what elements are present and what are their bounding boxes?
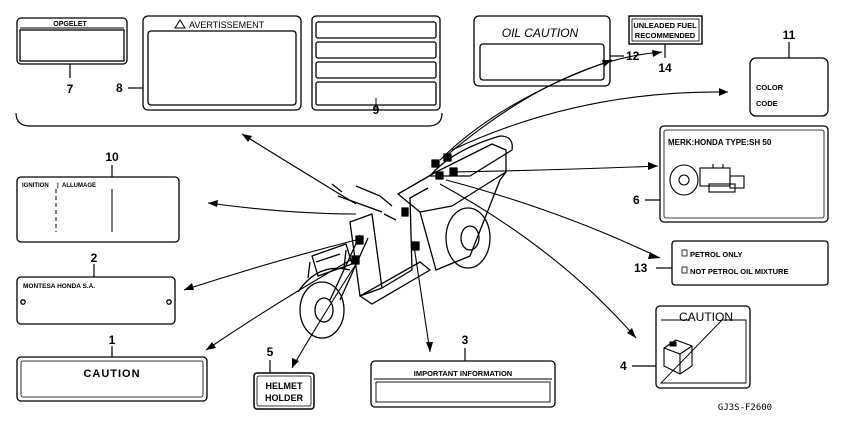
engine-pictogram-icon [669,164,745,196]
label-6-title: MERK:HONDA TYPE:SH 50 [668,138,772,147]
group-bracket [15,112,443,127]
battery-pictogram-icon [663,339,693,375]
label-13-petrol [671,240,829,286]
callout-13: 13 [634,261,648,275]
label-10-ignition [16,176,180,243]
label-14-unleaded [628,15,703,45]
callout-11: 11 [783,28,796,42]
label-6-merk [659,125,829,223]
warning-triangle-icon [174,19,186,29]
figure-code: GJ3S-F2600 [718,403,772,413]
label-5-line2: HOLDER [265,393,304,403]
callout-6: 6 [633,193,640,207]
label-12-title: OIL CAUTION [502,26,579,40]
callout-2: 2 [91,251,98,265]
label-13-line2: NOT PETROL OIL MIXTURE [690,267,788,276]
label-5-line1: HELMET [266,381,304,391]
callout-3: 3 [462,333,469,347]
arrow-heads [184,50,728,368]
label-13-line1: PETROL ONLY [690,250,743,259]
callout-4: 4 [620,359,627,373]
label-10-allumage-text: ALLUMAGE [62,183,96,189]
callout-7: 7 [67,82,74,96]
label-14-line1: UNLEADED FUEL [633,21,697,30]
label-1-text: CAUTION [83,368,140,380]
label-5-helmet-holder [253,372,315,410]
label-10-ignition-text: IGNITION [22,183,49,189]
label-2-montesa [16,276,176,325]
label-11-code: CODE [756,99,778,108]
label-2-text: MONTESA HONDA S.A. [23,283,95,290]
label-7-opgelet [16,17,128,65]
callout-8: 8 [116,81,123,95]
label-14-line2: RECOMMENDED [635,31,696,40]
callout-9: 9 [373,103,380,117]
scooter-illustration [297,135,513,339]
label-4-title: CAUTION [679,310,733,324]
label-9-strips [311,15,441,111]
label-8-title: AVERTISSEMENT [189,20,265,30]
callout-1: 1 [109,333,116,347]
callout-5: 5 [267,345,274,359]
label-11-color: COLOR [756,83,784,92]
label-7-title: OPGELET [53,21,87,28]
callout-14: 14 [658,61,672,75]
label-3-important-info [370,360,556,408]
label-4-caution [655,305,751,389]
leader-lines [183,51,729,369]
label-8-avertissement [142,15,302,111]
label-3-text: IMPORTANT INFORMATION [414,369,512,378]
callout-10: 10 [105,150,119,164]
label-10-separator: | [57,183,59,189]
